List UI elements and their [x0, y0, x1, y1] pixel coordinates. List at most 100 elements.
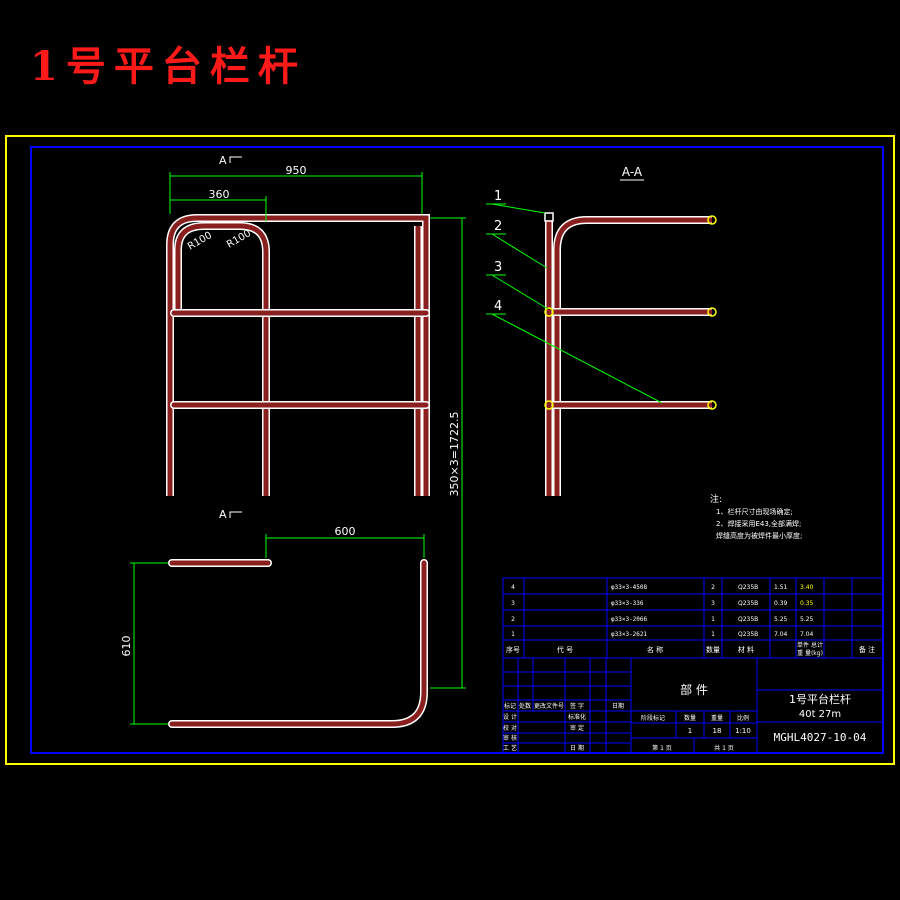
leader-1 [491, 203, 546, 214]
drawing-title-1: 1号平台栏杆 [789, 692, 851, 706]
leader-4 [491, 313, 663, 404]
section-mark-top-arrow [229, 156, 242, 163]
bom-header-qty: 数量 [706, 645, 720, 654]
bom-row-unit-weight: 5.25 [774, 616, 788, 623]
bom-row-total-weight: 7.04 [800, 631, 814, 638]
bom-header-name: 名 称 [647, 645, 663, 654]
bom-header-weight-top: 单件 总计 [797, 641, 823, 649]
qty-label: 数量 [684, 714, 696, 722]
plan-long-rail-outline [168, 559, 428, 728]
leader-2 [491, 233, 548, 269]
front-frame-pipe [167, 215, 429, 496]
page-title: 1号平台栏杆 [30, 43, 306, 90]
bom-row-qty: 3 [711, 600, 715, 607]
bom-rows: 4 φ33×3-4508 2 Q235B 1.51 3.40 3 φ33×3-3… [506, 584, 875, 657]
rev-label-file: 更改文件号 [534, 702, 564, 710]
scale-value: 1:10 [735, 727, 751, 735]
dim-height-text: 350×3=1722.5 [448, 412, 461, 497]
approve-label: 审 定 [570, 724, 584, 732]
radius-left-text: R100 [186, 230, 214, 253]
bom-row-total-weight: 5.25 [800, 616, 814, 623]
rev-label-mark: 标记 [504, 702, 516, 710]
section-mark-bottom-letter: A [219, 508, 227, 521]
std-label: 标准化 [568, 713, 586, 721]
notes-line-2: 2、焊接采用E43,全部满焊; [716, 519, 801, 528]
bom-row-total-weight: 0.35 [800, 600, 814, 607]
sheet-label: 第 1 页 [652, 744, 672, 752]
section-top-rail-outline [553, 216, 712, 496]
rail-end-cap-top [707, 215, 717, 225]
scale-label: 比例 [737, 714, 749, 722]
weld-mark-low [544, 400, 554, 410]
dim-610-text: 610 [120, 636, 133, 657]
bom-row-qty: 1 [711, 631, 715, 638]
weld-mark-mid [544, 307, 554, 317]
rev-label-sign: 签 字 [570, 702, 584, 710]
bom-row-unit-weight: 1.51 [774, 584, 788, 591]
dim-600-text: 600 [335, 525, 356, 538]
role-check: 校 对 [503, 724, 517, 732]
weld-mark-top [544, 212, 554, 222]
bom-header-no: 序号 [506, 645, 520, 654]
bom-row-name: φ33×3-2066 [611, 616, 648, 623]
plan-long-rail [169, 560, 427, 727]
bom-header-material: 材 料 [738, 645, 754, 654]
bom-row-no: 2 [511, 616, 515, 623]
leader-3 [491, 274, 549, 310]
section-mark-bottom-arrow [229, 511, 242, 518]
front-inner-post [175, 223, 269, 496]
notes-line-1: 1、栏杆尺寸由现场确定; [716, 507, 793, 516]
notes-line-3: 焊缝高度为被焊件最小厚度; [716, 531, 802, 540]
bom-row-material: Q235B [738, 616, 758, 623]
bom-row-qty: 2 [711, 584, 715, 591]
section-mark-top-letter: A [219, 154, 227, 167]
front-frame-pipe-outline [166, 214, 430, 496]
plan-view: 600 610 [120, 525, 428, 728]
rev-label-count: 处数 [519, 702, 531, 710]
callout-4: 4 [494, 299, 502, 314]
callout-3: 3 [494, 260, 502, 275]
bom-row-name: φ33×3-4508 [611, 584, 648, 591]
notes-heading: 注: [710, 493, 722, 505]
title-block-text: 部 件 1号平台栏杆 40t 27m MGHL4027-10-04 标记 处数 … [503, 682, 867, 752]
dim-950-text: 950 [286, 164, 307, 177]
total-sheets-label: 共 1 页 [714, 744, 734, 752]
rev-label-date: 日期 [612, 702, 624, 710]
stage-label: 阶段标记 [641, 714, 665, 722]
part-label: 部 件 [680, 682, 708, 697]
rail-end-cap-mid [707, 307, 717, 317]
role-process: 工 艺 [503, 744, 517, 752]
qty-value: 18 [713, 727, 722, 735]
date-label: 日 期 [570, 744, 584, 752]
bom-row-no: 3 [511, 600, 515, 607]
bom-row-material: Q235B [738, 584, 758, 591]
bom-row-material: Q235B [738, 600, 758, 607]
radius-right-text: R100 [225, 228, 253, 251]
drawing-title-2: 40t 27m [799, 709, 841, 720]
bom-row-no: 4 [511, 584, 515, 591]
bom-row-unit-weight: 0.39 [774, 600, 788, 607]
bom-row-total-weight: 3.40 [800, 584, 814, 591]
callout-2: 2 [494, 219, 502, 234]
dim-360-text: 360 [209, 188, 230, 201]
section-top-rail [554, 217, 712, 496]
bom-header-remark: 备 注 [859, 645, 875, 654]
outer-frame [5, 135, 895, 765]
section-label: A-A [622, 165, 643, 179]
bom-header-weight-bottom: 重 量(kg) [797, 649, 823, 657]
notes: 注: 1、栏杆尺寸由现场确定; 2、焊接采用E43,全部满焊; 焊缝高度为被焊件… [710, 493, 802, 540]
front-inner-post-outline [174, 222, 270, 496]
callout-1: 1 [494, 189, 502, 204]
role-design: 设 计 [503, 713, 517, 721]
title-block [502, 657, 884, 754]
role-review: 审 核 [503, 734, 517, 742]
inner-frame [30, 146, 884, 754]
drawing-number: MGHL4027-10-04 [774, 731, 867, 744]
bom-row-qty: 1 [711, 616, 715, 623]
rail-end-cap-low [707, 400, 717, 410]
weight-label: 重量 [711, 714, 723, 722]
bom-row-material: Q235B [738, 631, 758, 638]
title-block-border [502, 657, 884, 754]
bom-row-name: φ33×3-336 [611, 600, 644, 607]
